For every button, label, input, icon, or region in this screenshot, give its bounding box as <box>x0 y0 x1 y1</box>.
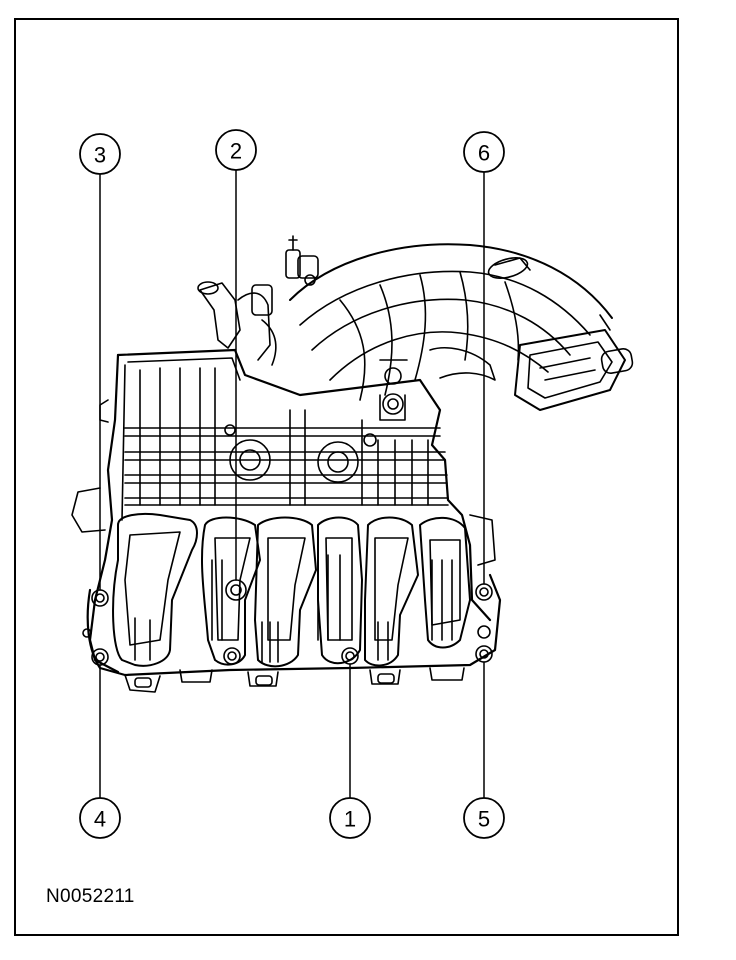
intake-runners <box>112 512 471 668</box>
svg-text:3: 3 <box>94 143 106 168</box>
svg-text:2: 2 <box>230 139 242 164</box>
callout-1: 1 <box>329 797 371 839</box>
intake-elbow <box>197 235 634 421</box>
callout-2: 2 <box>215 129 257 171</box>
callout-4: 4 <box>79 797 121 839</box>
callout-5: 5 <box>463 797 505 839</box>
manifold-body <box>71 348 496 674</box>
figure-id-label: N0052211 <box>46 886 135 907</box>
leader-lines <box>99 169 485 799</box>
callout-6: 6 <box>463 131 505 173</box>
svg-text:6: 6 <box>478 141 490 166</box>
callout-3: 3 <box>79 133 121 175</box>
lower-flange <box>82 573 502 693</box>
svg-text:1: 1 <box>344 807 356 832</box>
svg-text:4: 4 <box>94 807 106 832</box>
figure-frame <box>14 18 679 936</box>
svg-text:5: 5 <box>478 807 490 832</box>
